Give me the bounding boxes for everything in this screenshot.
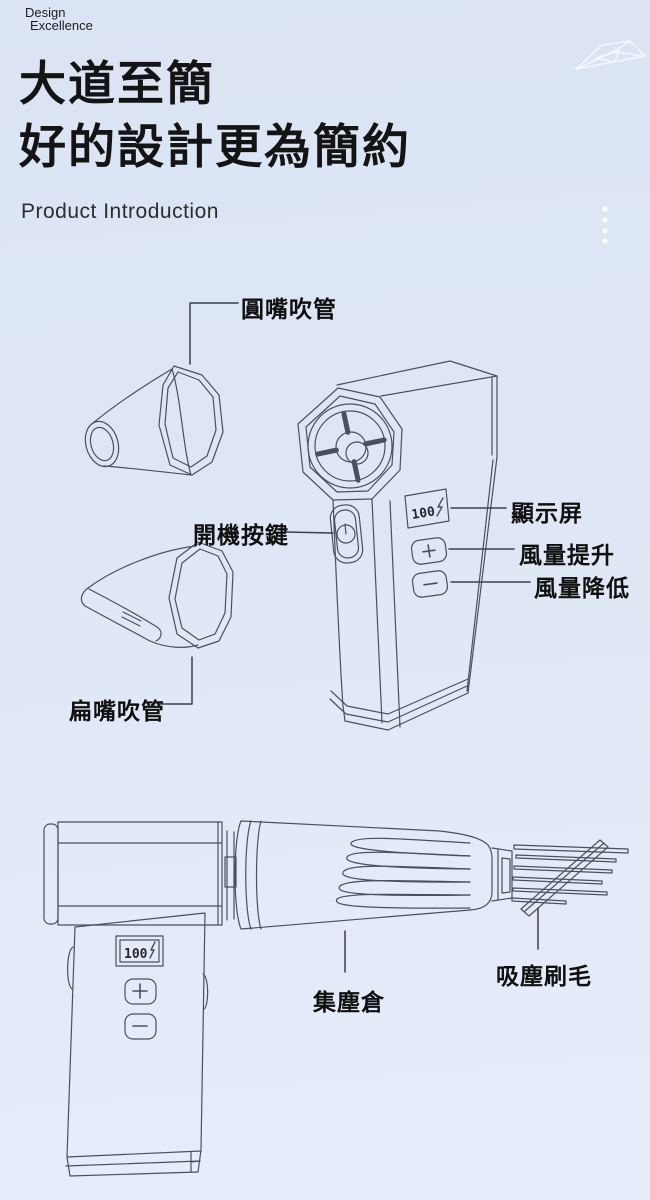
label-display-screen: 顯示屏 bbox=[511, 500, 583, 526]
display-screen-drawing: 100 bbox=[404, 488, 450, 529]
plus-icon bbox=[422, 544, 436, 558]
page-subtitle: Product Introduction bbox=[21, 200, 219, 223]
display-value: 100 bbox=[411, 504, 437, 523]
brand-text: Design Excellence bbox=[25, 6, 93, 32]
title-line1: 大道至簡 bbox=[19, 57, 215, 110]
minus-icon bbox=[423, 582, 438, 586]
plus-icon bbox=[132, 983, 148, 999]
label-round-nozzle: 圓嘴吹管 bbox=[241, 296, 337, 322]
brush-bristles-drawing bbox=[511, 839, 629, 917]
main-unit-drawing: 100 bbox=[297, 360, 498, 731]
lightning-icon bbox=[149, 941, 156, 959]
round-nozzle-drawing bbox=[84, 365, 224, 476]
label-airflow-up: 風量提升 bbox=[519, 542, 615, 568]
power-button-drawing bbox=[329, 504, 364, 564]
gem-icon bbox=[575, 40, 646, 70]
brand-line1: Design bbox=[25, 5, 66, 20]
airflow-up-button-side-drawing bbox=[124, 978, 157, 1005]
dots-icon bbox=[602, 206, 608, 244]
chamber-fingers-drawing bbox=[335, 837, 471, 909]
leader-lines-top bbox=[159, 302, 531, 705]
side-view-drawing: 100 bbox=[43, 820, 629, 1177]
label-flat-nozzle: 扁嘴吹管 bbox=[69, 698, 165, 724]
airflow-down-button-side-drawing bbox=[124, 1013, 157, 1040]
airflow-up-button-drawing bbox=[410, 537, 448, 565]
airflow-down-button-drawing bbox=[411, 570, 449, 598]
page-title: 大道至簡 好的設計更為簡約 bbox=[19, 52, 411, 178]
flat-nozzle-drawing bbox=[80, 541, 234, 649]
label-power-button: 開機按鍵 bbox=[193, 522, 289, 548]
label-dust-chamber: 集塵倉 bbox=[313, 989, 385, 1015]
lightning-icon bbox=[436, 497, 444, 517]
display-screen-side-drawing: 100 bbox=[115, 935, 164, 967]
title-line2: 好的設計更為簡約 bbox=[19, 120, 411, 173]
fan-ring-drawing bbox=[307, 403, 393, 489]
display-value-side: 100 bbox=[124, 947, 148, 962]
label-vacuum-brush: 吸塵刷毛 bbox=[496, 963, 592, 989]
label-airflow-down: 風量降低 bbox=[534, 575, 630, 601]
leader-lines-bottom bbox=[344, 907, 539, 973]
brand-line2: Excellence bbox=[30, 18, 93, 33]
